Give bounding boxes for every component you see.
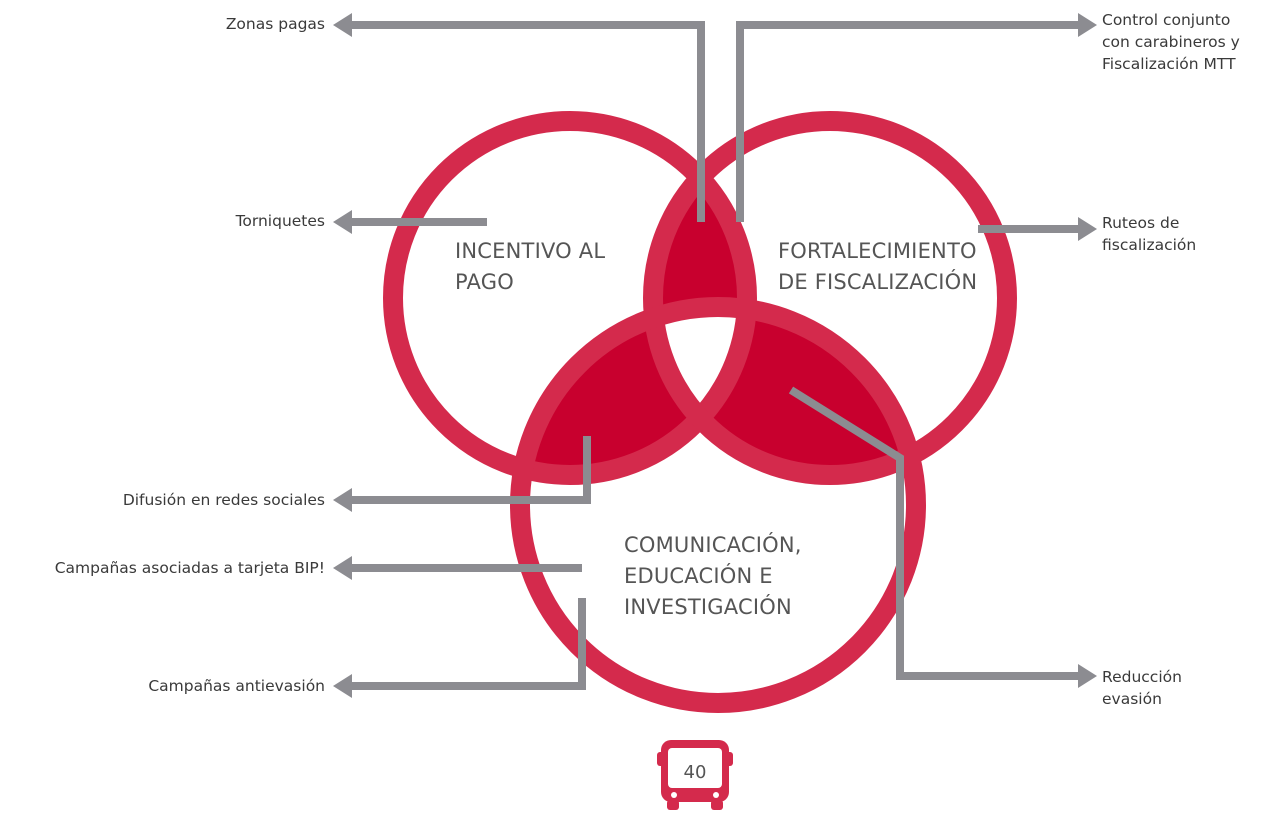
label-control-conjunto: Control conjunto con carabineros y Fisca… xyxy=(1102,11,1240,73)
arrow-head-torniquetes xyxy=(333,210,352,234)
arrow-head-zonas-pagas xyxy=(333,13,352,37)
label-zonas-pagas: Zonas pagas xyxy=(225,15,325,33)
circle-comunicacion-ring xyxy=(510,297,926,713)
circle-title-comunicacion: COMUNICACIÓN, EDUCACIÓN E INVESTIGACIÓN xyxy=(624,533,802,619)
connector-control-conjunto xyxy=(736,21,1078,222)
arrow-heads xyxy=(333,13,1097,698)
circle-fortalecimiento-ring xyxy=(643,111,1017,485)
page-number: 40 xyxy=(683,762,707,783)
label-ruteos: Ruteos de fiscalización xyxy=(1102,214,1197,254)
arrow-head-control-conjunto xyxy=(1078,13,1097,37)
label-difusion: Difusión en redes sociales xyxy=(122,491,325,509)
circle-rings xyxy=(383,111,1017,713)
connectors xyxy=(350,21,1078,690)
arrow-head-ruteos xyxy=(1078,217,1097,241)
label-campanas-bip: Campañas asociadas a tarjeta BIP! xyxy=(54,559,325,577)
overlap-incentivo-comunicacion xyxy=(520,307,747,475)
circle-title-incentivo: INCENTIVO AL PAGO xyxy=(455,239,606,294)
arrow-head-reduccion xyxy=(1078,664,1097,688)
arrow-head-campanas-antievasion xyxy=(333,674,352,698)
connector-zonas-pagas xyxy=(350,21,705,222)
label-reduccion: Reducción evasión xyxy=(1102,668,1182,708)
label-campanas-antievasion: Campañas antievasión xyxy=(148,677,325,695)
label-torniquetes: Torniquetes xyxy=(235,212,325,230)
circle-incentivo-ring xyxy=(383,111,757,485)
bus-icon xyxy=(657,740,733,810)
connector-campanas-antievasion xyxy=(350,598,586,690)
circle-title-fortalecimiento: FORTALECIMIENTO DE FISCALIZACIÓN xyxy=(778,239,978,294)
arrow-head-campanas-bip xyxy=(333,556,352,580)
connector-reduccion xyxy=(788,386,1078,680)
arrow-head-difusion xyxy=(333,488,352,512)
connector-difusion xyxy=(350,436,591,504)
